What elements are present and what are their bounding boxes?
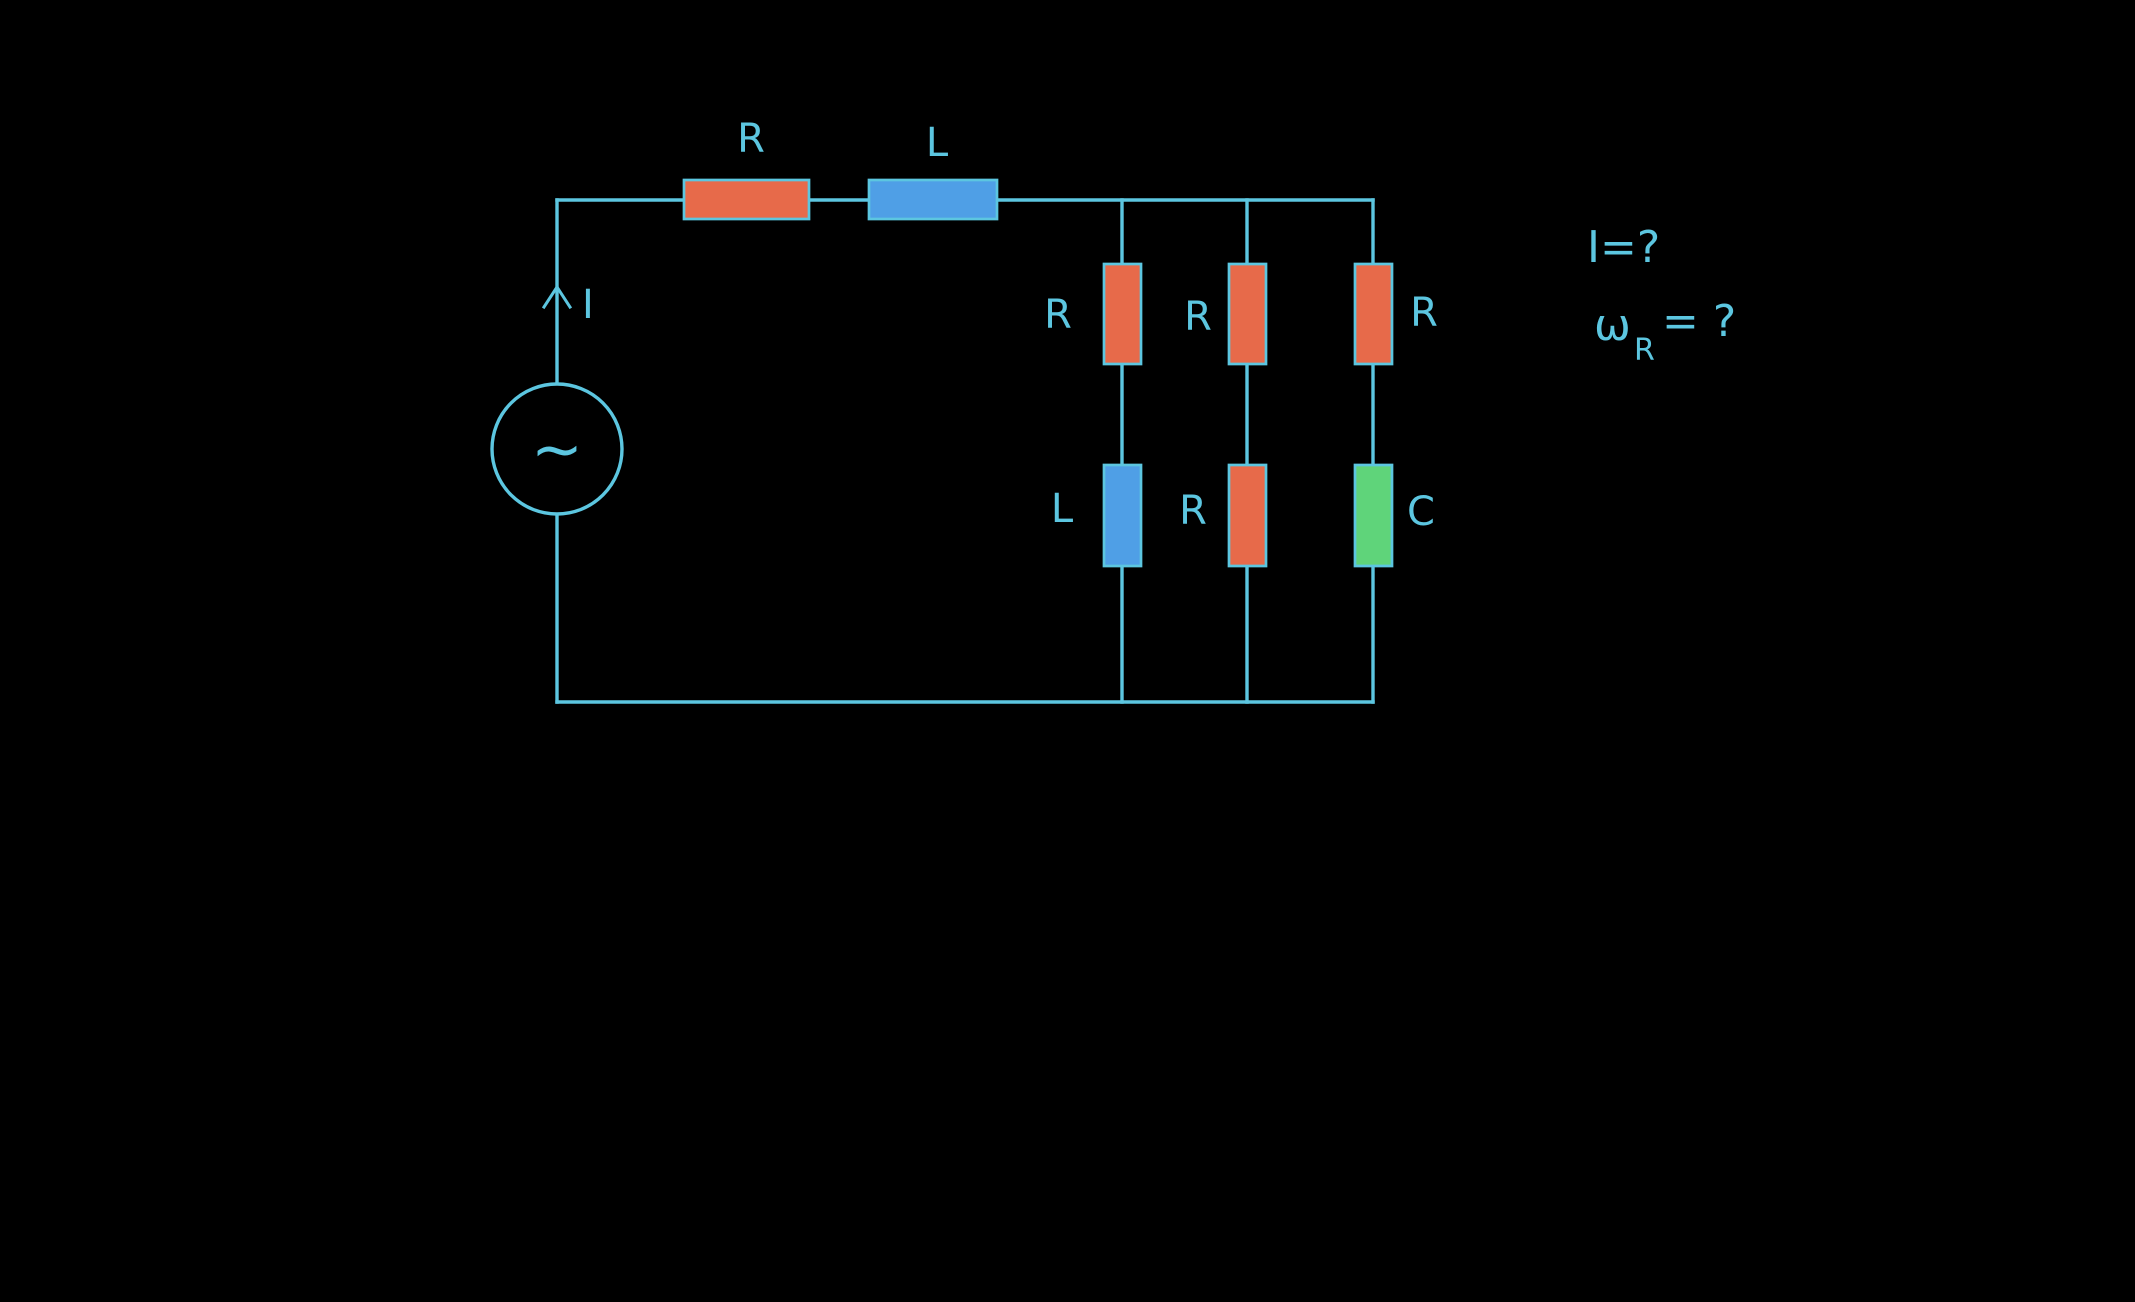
question-resonance: ω R = ?	[1594, 296, 1736, 368]
question-current: I=?	[1587, 222, 1660, 273]
current-arrow-icon	[541, 284, 573, 310]
branch1-resistor	[1102, 262, 1143, 366]
branch2-bottom-label: R	[1179, 488, 1207, 534]
circuit-wires	[555, 198, 1375, 704]
question-resonance-rest: = ?	[1662, 296, 1736, 347]
branch2-resistor-top	[1227, 262, 1268, 366]
branch2-resistor-bottom	[1227, 463, 1268, 568]
branch3-bottom-label: C	[1407, 489, 1435, 535]
branch1-inductor	[1102, 463, 1143, 568]
ac-source-symbol: ~	[531, 413, 583, 486]
current-label: I	[582, 282, 594, 328]
series-inductor	[867, 178, 999, 221]
series-inductor-label: L	[926, 120, 949, 166]
branch1-top-label: R	[1044, 292, 1072, 338]
series-resistor-label: R	[737, 116, 765, 162]
branch1-bottom-label: L	[1051, 486, 1074, 532]
branch3-resistor	[1353, 262, 1394, 366]
ac-source-icon	[490, 382, 624, 516]
series-resistor	[682, 178, 811, 221]
branch3-top-label: R	[1410, 290, 1438, 336]
question-omega: ω	[1594, 300, 1631, 351]
question-omega-subscript: R	[1634, 333, 1655, 368]
branch2-top-label: R	[1184, 294, 1212, 340]
branch3-capacitor	[1353, 463, 1394, 568]
